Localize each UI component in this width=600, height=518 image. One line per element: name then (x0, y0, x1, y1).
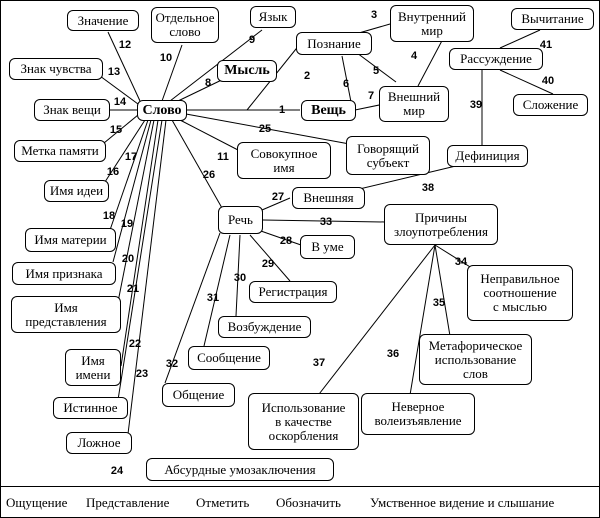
footer-bar: Ощущение Представление Отметить Обозначи… (0, 486, 600, 518)
node-istinnoe: Истинное (53, 397, 128, 419)
node-vneshniy-mir: Внешний мир (379, 86, 449, 122)
node-poznanie: Познание (296, 32, 372, 55)
edge-label-7: 7 (367, 90, 375, 102)
node-vnutrenniy-mir: Внутренний мир (390, 5, 474, 42)
edge-label-27: 27 (271, 191, 285, 203)
node-metka-pamyati: Метка памяти (14, 140, 106, 162)
node-imya-materii: Имя материи (25, 228, 116, 252)
edge-label-30: 30 (233, 272, 247, 284)
node-otdelnoe-slovo: Отдельное слово (151, 7, 219, 43)
node-imya-priznaka: Имя признака (12, 262, 116, 285)
node-govoryashchiy-subekt: Говорящий субъект (346, 136, 430, 175)
edge-label-29: 29 (261, 258, 275, 270)
node-prichiny: Причины злоупотребления (384, 204, 498, 245)
node-znak-chuvstva: Знак чувства (9, 58, 103, 80)
node-veshch: Вещь (301, 100, 356, 121)
node-slovo: Слово (137, 100, 187, 121)
edge-label-6: 6 (342, 78, 350, 90)
edge-label-13: 13 (107, 66, 121, 78)
edge-label-16: 16 (106, 166, 120, 178)
node-v-ume: В уме (300, 235, 355, 259)
edge-label-2: 2 (303, 70, 311, 82)
edge-label-1: 1 (278, 104, 286, 116)
edge-label-21: 21 (126, 283, 140, 295)
node-absurdnye: Абсурдные умозаключения (146, 458, 334, 481)
edge-label-12: 12 (118, 39, 132, 51)
node-nevernoe: Неверное волеизъявление (361, 393, 475, 435)
node-vozbuzhdenie: Возбуждение (218, 316, 311, 338)
node-sovokupnoe-imya: Совокупное имя (237, 142, 331, 179)
edge-label-17: 17 (124, 151, 138, 163)
node-znachenie: Значение (67, 10, 139, 31)
edge-label-28: 28 (279, 235, 293, 247)
node-metaforicheskoe: Метафорическое использование слов (419, 334, 532, 385)
edge-label-15: 15 (109, 124, 123, 136)
edge-label-4: 4 (410, 50, 418, 62)
node-mysl: Мысль (217, 60, 277, 82)
edge-label-39: 39 (469, 99, 483, 111)
edge-label-3: 3 (370, 9, 378, 21)
edge-label-32: 32 (165, 358, 179, 370)
edge-label-18: 18 (102, 210, 116, 222)
edge-label-31: 31 (206, 292, 220, 304)
node-vneshnyaya: Внешняя (292, 187, 365, 209)
edge-label-10: 10 (159, 52, 173, 64)
node-obshchenie: Общение (162, 383, 235, 407)
edge-label-33: 33 (319, 216, 333, 228)
edge-label-37: 37 (312, 357, 326, 369)
node-imya-idei: Имя идеи (44, 180, 109, 202)
node-definitsiya: Дефиниция (447, 145, 528, 167)
node-soobshchenie: Сообщение (188, 346, 270, 370)
edge-label-22: 22 (128, 338, 142, 350)
node-lozhnoe: Ложное (66, 432, 132, 454)
node-slozhenie: Сложение (513, 94, 588, 116)
edge-label-38: 38 (421, 182, 435, 194)
node-imya-imeni: Имя имени (65, 349, 121, 386)
node-rech: Речь (218, 206, 263, 234)
node-registratsiya: Регистрация (249, 281, 337, 303)
edge-label-19: 19 (120, 218, 134, 230)
node-imya-predstavleniya: Имя представления (11, 296, 121, 333)
node-yazyk: Язык (250, 6, 296, 28)
node-vychitanie: Вычитание (511, 8, 594, 30)
edge-label-9: 9 (248, 34, 256, 46)
edge-label-35: 35 (432, 297, 446, 309)
edge-label-40: 40 (541, 75, 555, 87)
node-rassuzhdenie: Рассуждение (449, 48, 543, 70)
footer-predstavlenie: Представление (86, 495, 170, 510)
edge-label-36: 36 (386, 348, 400, 360)
edge-label-24: 24 (110, 465, 124, 477)
footer-oshchushchenie: Ощущение (6, 495, 68, 510)
edge-label-14: 14 (113, 96, 127, 108)
edge-label-8: 8 (204, 77, 212, 89)
footer-umstvennoe: Умственное видение и слышание (370, 495, 555, 510)
edge-label-25: 25 (258, 123, 272, 135)
edge-label-20: 20 (121, 253, 135, 265)
edge-label-41: 41 (539, 39, 553, 51)
footer-oboznachit: Обозначить (276, 495, 341, 510)
edge-label-26: 26 (202, 169, 216, 181)
edge-label-34: 34 (454, 256, 468, 268)
node-nepravilnoe: Неправильное соотношение с мыслью (467, 265, 573, 321)
node-znak-veshchi: Знак вещи (34, 99, 110, 121)
node-ispolzovanie: Использование в качестве оскорбления (248, 393, 359, 450)
edge-label-11: 11 (217, 151, 229, 163)
footer-otmetit: Отметить (196, 495, 250, 510)
edge-label-23: 23 (135, 368, 149, 380)
edge-label-5: 5 (372, 65, 380, 77)
